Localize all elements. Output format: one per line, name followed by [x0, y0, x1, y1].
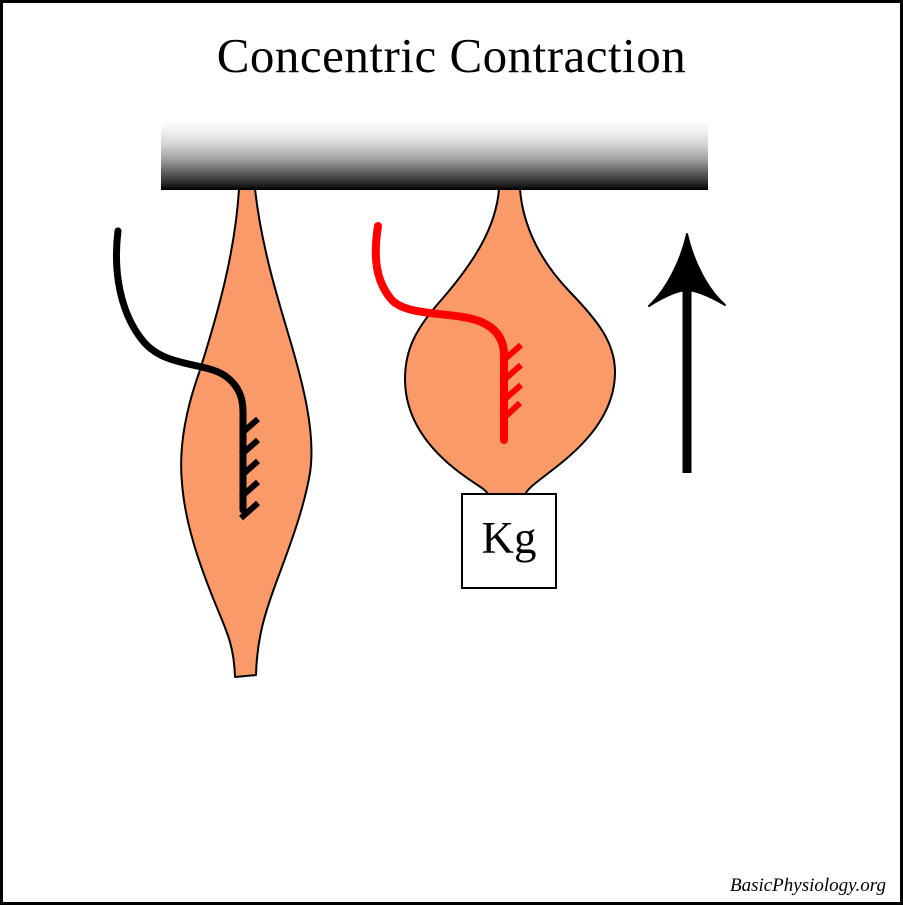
resting-nerve: [112, 227, 247, 514]
credit-watermark: BasicPhysiology.org: [729, 875, 886, 896]
page-title: Concentric Contraction: [216, 28, 687, 83]
up-arrow-icon: [648, 233, 726, 473]
active-nerve: [371, 222, 508, 444]
active-nerve-endings: [502, 342, 523, 420]
weight-box: Kg: [461, 493, 557, 589]
contracted-muscle: [404, 188, 616, 496]
resting-nerve-endings: [239, 416, 260, 521]
ceiling-bar: [161, 120, 708, 190]
weight-label: Kg: [481, 512, 537, 563]
muscle-diagram: [112, 188, 726, 678]
